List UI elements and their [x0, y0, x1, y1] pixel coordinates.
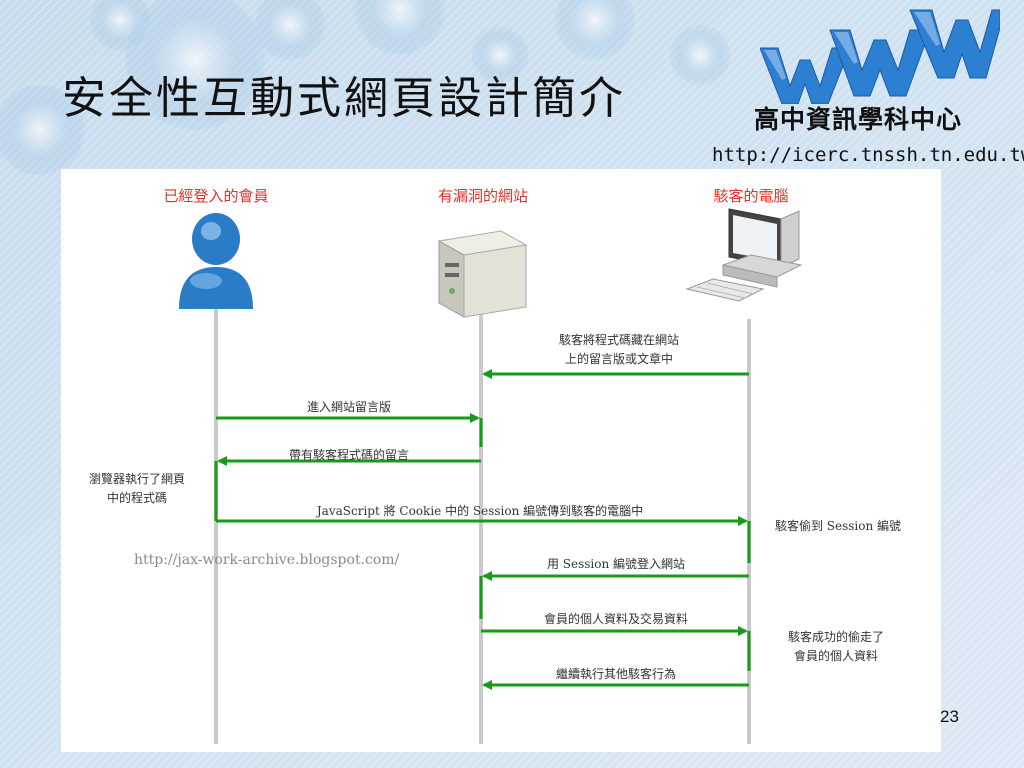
server-icon: [437, 230, 528, 318]
note-member-exec: 瀏覽器執行了網頁 中的程式碼: [88, 472, 185, 505]
message-label-2: 進入網站留言版: [306, 400, 392, 414]
user-icon: [179, 213, 253, 309]
actor-title-member: 已經登入的會員: [163, 187, 269, 205]
actor-title-website: 有漏洞的網站: [437, 187, 529, 205]
message-label-6: 會員的個人資料及交易資料: [543, 612, 689, 626]
message-label-3: 帶有駭客程式碼的留言: [288, 448, 410, 462]
sequence-diagram: [179, 208, 803, 744]
message-arrows: [214, 369, 751, 690]
note-steal-data: 駭客成功的偷走了 會員的個人資料: [787, 630, 884, 663]
message-label-7: 繼續執行其他駭客行為: [555, 667, 677, 681]
center-url: http://icerc.tnssh.tn.edu.tw: [712, 144, 1024, 166]
actor-title-hacker: 駭客的電腦: [713, 187, 789, 205]
computer-icon: [685, 208, 803, 302]
watermark-url: http://jax-work-archive.blogspot.com/: [134, 552, 400, 568]
note-steal-session: 駭客偷到 Session 編號: [774, 519, 902, 533]
www-logo: [760, 9, 1000, 104]
center-name: 高中資訊學科中心: [754, 105, 963, 134]
message-label-5: 用 Session 編號登入網站: [546, 557, 686, 571]
slide-title: 安全性互動式網頁設計簡介: [62, 73, 626, 124]
page-number: 23: [940, 707, 959, 726]
diagram-panel: 已經登入的會員 有漏洞的網站 駭客的電腦 駭客將程式碼藏在網站 上的留言版或文章…: [61, 169, 941, 752]
message-label-1: 駭客將程式碼藏在網站 上的留言版或文章中: [558, 333, 679, 366]
message-label-4: JavaScript 將 Cookie 中的 Session 編號傳到駭客的電腦…: [316, 504, 644, 518]
